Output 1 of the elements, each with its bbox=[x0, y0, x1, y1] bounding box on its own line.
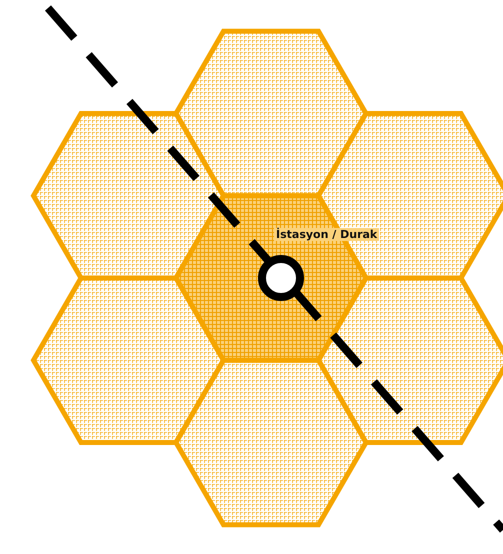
station-label: İstasyon / Durak bbox=[274, 228, 380, 241]
